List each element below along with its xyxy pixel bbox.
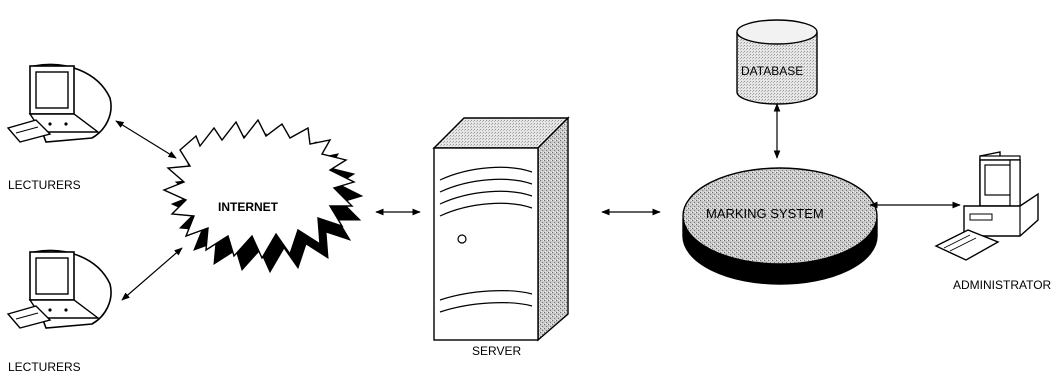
marking-system-disc-icon	[682, 167, 878, 285]
marking-system-label: MARKING SYSTEM	[706, 206, 824, 221]
connector-lecturer-bottom-internet	[121, 247, 183, 301]
database-label: DATABASE	[741, 64, 804, 78]
server-tower-icon	[432, 116, 570, 342]
lecturer-bottom-label: LECTURERS	[8, 360, 81, 374]
internet-label: INTERNET	[218, 200, 278, 214]
lecturer-top-label: LECTURERS	[8, 178, 81, 192]
administrator-computer-icon	[934, 151, 1039, 261]
connector-lecturer-top-internet	[115, 120, 177, 159]
administrator-label: ADMINISTRATOR	[953, 278, 1052, 292]
connections	[115, 103, 961, 301]
lecturer-bottom-computer-icon	[6, 249, 112, 329]
lecturer-top-computer-icon	[6, 63, 112, 143]
server-label: SERVER	[472, 344, 522, 358]
database-cylinder-icon	[736, 19, 818, 105]
internet-cloud-icon	[162, 118, 364, 274]
